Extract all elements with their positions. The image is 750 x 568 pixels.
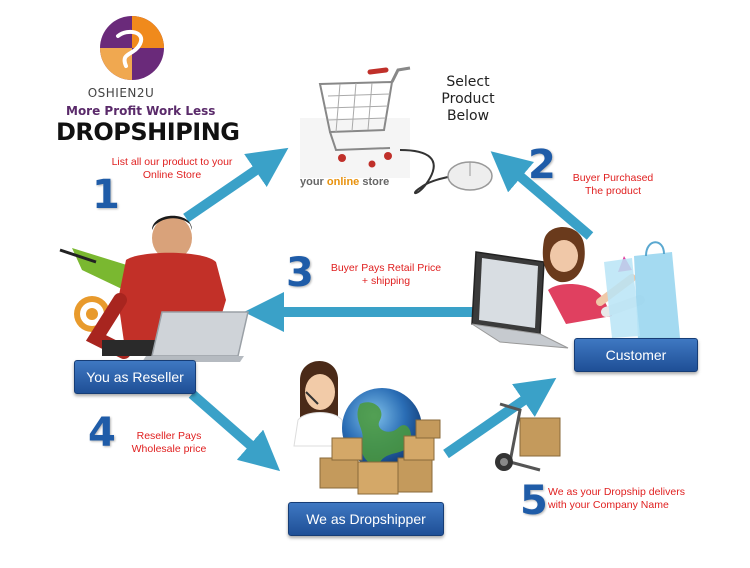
step-5-text: We as your Dropship delivers with your C… [548, 486, 685, 511]
arrow-reseller-to-store [183, 147, 289, 223]
shopping-cart-icon [300, 66, 411, 178]
step-2-text: Buyer Purchased The product [572, 172, 654, 197]
support-agent-icon [293, 360, 347, 447]
brand-headline: DROPSHIPING [56, 118, 240, 146]
online-store-label: your online store [300, 176, 390, 188]
step-2-number: 2 [528, 142, 556, 188]
customer-button[interactable]: Customer [574, 338, 698, 372]
reseller-button[interactable]: You as Reseller [74, 360, 196, 394]
step-4-text: Reseller Pays Wholesale price [131, 430, 207, 455]
step-4-number: 4 [88, 410, 116, 456]
step-3-number: 3 [286, 250, 314, 296]
megaphone-icon [59, 248, 130, 290]
dropshipper-button[interactable]: We as Dropshipper [288, 502, 444, 536]
arrow-customer-to-store [490, 151, 594, 240]
logo-icon [100, 16, 164, 80]
arrow-reseller-to-dropshipper [188, 390, 281, 472]
laptop-icon [142, 311, 249, 362]
parcel-boxes-icon [319, 419, 441, 495]
step-1-number: 1 [92, 172, 120, 218]
step-5-number: 5 [520, 478, 548, 524]
step-1-text: List all our product to your Online Stor… [111, 156, 233, 181]
arrow-dropshipper-to-customer [443, 377, 557, 459]
customer-laptop-icon [471, 251, 569, 349]
brand-name: OSHIEN2U [87, 86, 155, 100]
brand-tagline: More Profit Work Less [66, 104, 216, 118]
step-3-text: Buyer Pays Retail Price + shipping [330, 262, 442, 287]
select-product-text: Select Product Below [441, 74, 495, 124]
shopping-bags-icon [604, 241, 680, 340]
hand-truck-icon [495, 402, 561, 472]
